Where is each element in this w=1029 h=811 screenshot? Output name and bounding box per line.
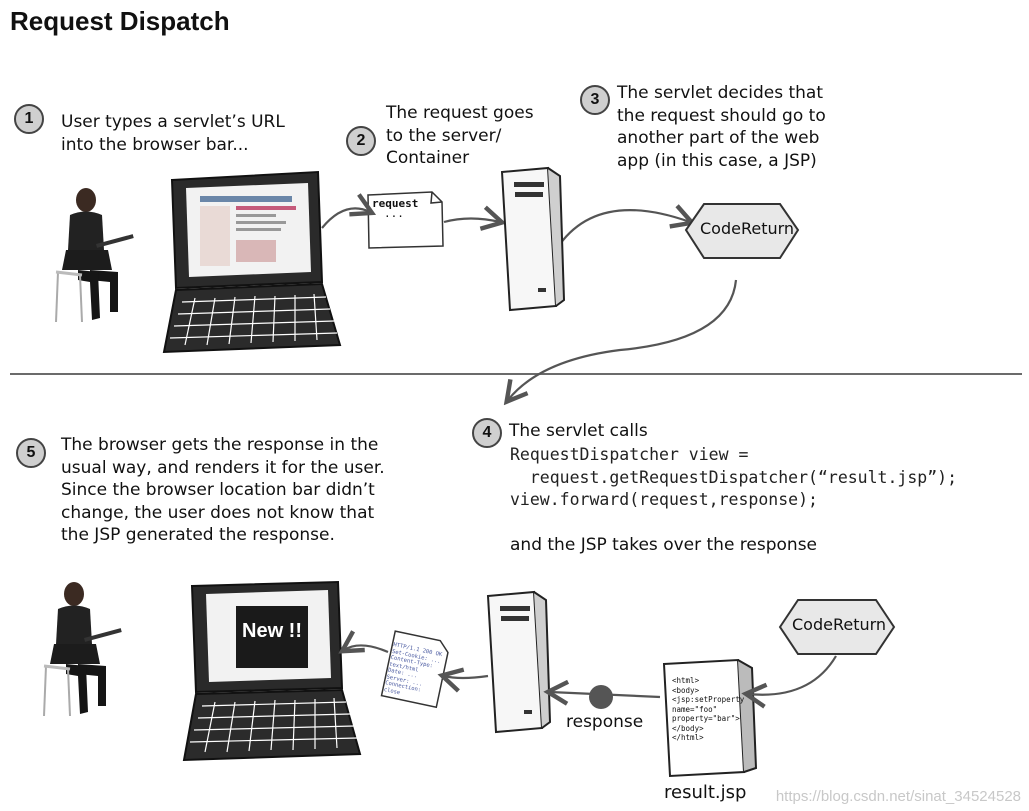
arrow-servlet-to-step4: [508, 279, 738, 400]
section-divider: [10, 373, 1022, 375]
user-bottom-figure: [43, 582, 122, 717]
servlet-top-label: CodeReturn: [700, 219, 795, 238]
request-note: [367, 191, 444, 249]
step-2-text: The request goes to the server/ Containe…: [386, 103, 534, 168]
step-5-text: The browser gets the response in the usu…: [61, 435, 385, 545]
step-4-badge: 4: [472, 418, 502, 448]
browser-screen-new: [236, 606, 308, 668]
watermark: https://blog.csdn.net/sinat_34524528: [775, 788, 1021, 805]
step-1-text: User types a servlet’s URL into the brow…: [61, 112, 285, 155]
arrow-server-to-paper: [444, 676, 489, 678]
browser-laptop-top: [162, 170, 342, 354]
jsp-code-line: <html>: [672, 676, 700, 685]
jsp-code-line: <jsp:setProperty: [672, 695, 745, 704]
response-dot: [589, 685, 613, 709]
server-tower-bottom: [486, 590, 552, 734]
arrow-paper-to-laptop: [344, 645, 389, 652]
step-2-badge: 2: [346, 126, 376, 156]
jsp-file-label: result.jsp: [664, 782, 747, 803]
server-tower-top: [500, 166, 566, 312]
jsp-code-line: name="foo": [672, 704, 718, 714]
step-3-badge: 3: [580, 85, 610, 115]
step-4-after-text: and the JSP takes over the response: [510, 535, 818, 555]
servlet-hexagon-top: [684, 203, 800, 259]
page-title: Request Dispatch: [10, 6, 230, 36]
browser-laptop-bottom: [182, 580, 362, 762]
servlet-hexagon-bottom: [778, 599, 896, 655]
step-1-badge: 1: [14, 104, 44, 134]
arrow-laptop-to-request: [321, 208, 370, 229]
browser-screen-text: New !!: [242, 620, 302, 642]
servlet-bottom-label: CodeReturn: [792, 615, 887, 634]
step-3-text: The servlet decides that the request sho…: [617, 83, 826, 171]
request-note-dots: ...: [384, 207, 404, 220]
step-4-code: RequestDispatcher view = request.getRequ…: [510, 445, 958, 509]
arrow-servlet-to-jsp: [748, 655, 837, 695]
jsp-code-line: </body>: [672, 723, 704, 733]
step-4-text: The servlet calls: [509, 421, 648, 441]
jsp-code-line: <body>: [672, 685, 700, 695]
user-top-figure: [55, 188, 134, 323]
response-label: response: [566, 712, 644, 732]
jsp-code-line: </html>: [672, 733, 704, 742]
step-5-badge: 5: [16, 438, 46, 468]
arrow-server-to-servlet: [559, 210, 690, 245]
arrow-request-to-server: [443, 219, 500, 223]
jsp-code-line: property="bar">: [672, 714, 740, 723]
request-note-label: request: [372, 197, 419, 210]
